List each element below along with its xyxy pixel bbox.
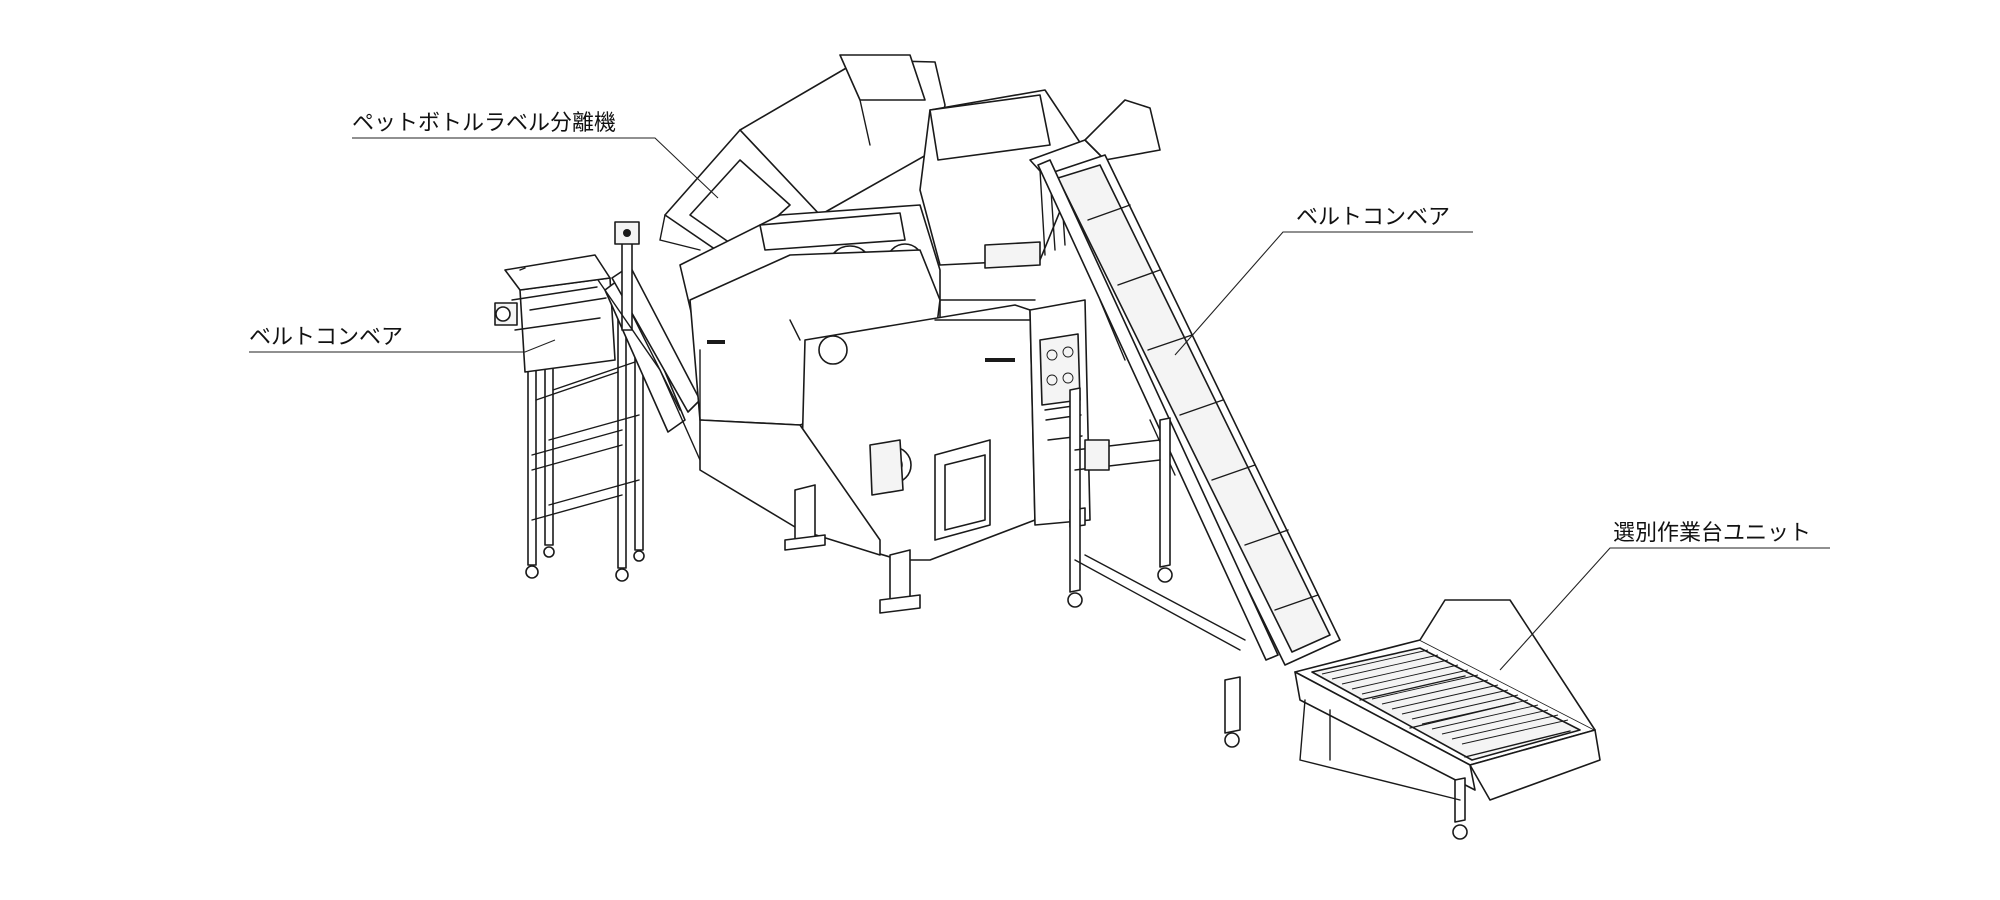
- leader-conveyor-left: [249, 339, 556, 353]
- mesh-grid: [1321, 649, 1571, 758]
- leader-separator: [352, 137, 719, 199]
- left-belt-conveyor: [494, 221, 701, 582]
- label-conveyor-right: ベルトコンベア: [1296, 205, 1450, 230]
- label-separator: ペットボトルラベル分離機: [352, 111, 616, 136]
- sorting-table-unit: [1294, 599, 1601, 840]
- label-conveyor-left: ベルトコンベア: [249, 325, 403, 350]
- right-belt-conveyor: [1029, 99, 1341, 748]
- leader-conveyor-right: [1174, 231, 1473, 356]
- callout-leaders: [249, 137, 1830, 671]
- label-separator-machine: [659, 54, 1091, 614]
- leader-sorting-unit: [1499, 547, 1830, 671]
- label-sorting-unit: 選別作業台ユニット: [1613, 521, 1811, 546]
